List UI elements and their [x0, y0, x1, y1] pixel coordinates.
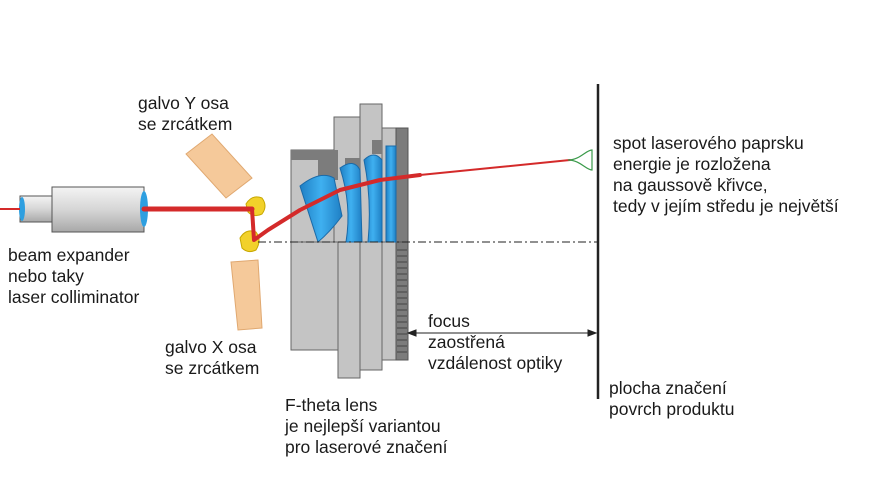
galvo-y-motor	[185, 133, 253, 199]
laser-beam	[141, 159, 571, 242]
focus-distance-arrow	[406, 329, 598, 337]
gaussian-spot	[567, 149, 593, 171]
galvo-y-mirror	[245, 196, 266, 217]
f-theta-lens	[290, 103, 409, 379]
beam-expander	[19, 186, 148, 233]
galvo-x-mirror	[239, 230, 260, 253]
galvo-x-motor	[230, 259, 263, 331]
